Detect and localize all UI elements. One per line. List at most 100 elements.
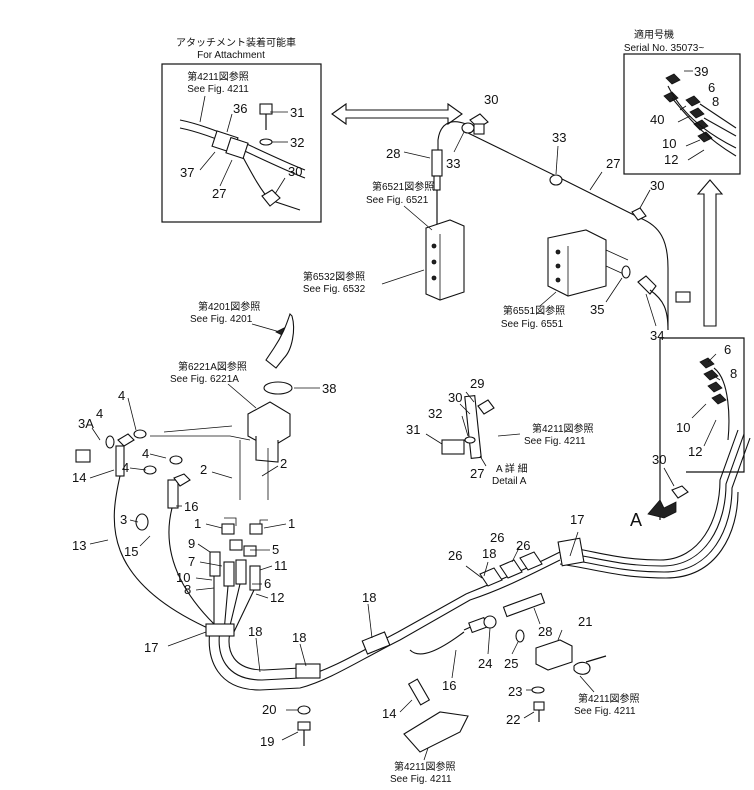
callout-33-right: 33 (552, 130, 566, 145)
ref-6521-en: See Fig. 6521 (366, 195, 429, 206)
elbow-3 (135, 513, 149, 531)
callout-12-right: 12 (688, 444, 702, 459)
callout-26-b: 26 (490, 530, 504, 545)
ref-6532-en: See Fig. 6532 (303, 284, 366, 295)
bolt-19 (297, 721, 311, 731)
callout-35: 35 (590, 302, 604, 317)
lever-4201 (265, 312, 295, 369)
callout-14-lower: 14 (382, 706, 396, 721)
clamp-33b (549, 174, 563, 186)
control-lever-assembly: 第4201図参照 See Fig. 4201 38 第6221A図参照 See … (72, 300, 640, 785)
clamp-30-right (631, 207, 647, 221)
serial-inset: 適用号機 Serial No. 35073~ 39 6 8 40 10 12 (623, 28, 741, 175)
attachment-inset: アタッチメント装着可能車 For Attachment 第4211図参照 See… (161, 36, 322, 223)
clamp-30-lower (671, 485, 689, 499)
hose-7 (223, 561, 235, 587)
callout-26-a: 26 (448, 548, 462, 563)
callout-8-right: 8 (730, 366, 737, 381)
callout-28-top: 28 (386, 146, 400, 161)
attachment-ref-en: See Fig. 4211 (187, 84, 249, 95)
o-ring-25 (515, 629, 525, 643)
detail-a: 29 30 32 31 27 第4211図参照 See Fig. 4211 A … (406, 376, 594, 487)
callout-4-top: 4 (118, 388, 125, 403)
callout-21: 21 (578, 614, 592, 629)
callout-10-left: 10 (176, 570, 190, 585)
o-ring-4c (169, 455, 183, 465)
callout-5: 5 (272, 542, 279, 557)
callout-11: 11 (274, 558, 288, 573)
callout-30-right: 30 (650, 178, 664, 193)
hose-5 (235, 559, 247, 585)
callout-13: 13 (72, 538, 86, 553)
callout-30-detail: 30 (448, 390, 462, 405)
hose-16 (167, 479, 179, 509)
ref-4211-bottom-jp: 第4211図参照 (394, 760, 456, 773)
ref-4211-right-en: See Fig. 4211 (574, 706, 636, 717)
callout-27-detail: 27 (470, 466, 484, 481)
block-4211-bottom (403, 711, 469, 753)
ref-4201-en: See Fig. 4201 (190, 314, 253, 325)
callout-4-mid: 4 (142, 446, 149, 461)
clamp-26b (499, 559, 523, 579)
callout-27: 27 (212, 186, 226, 201)
detail-a-en: Detail A (492, 476, 527, 487)
callout-16-left: 16 (184, 499, 198, 514)
clamp-18 (295, 663, 321, 679)
callout-22: 22 (506, 712, 520, 727)
ref-6532-jp: 第6532図参照 (303, 270, 365, 283)
callout-27-pipe: 27 (606, 156, 620, 171)
bolt-31-icon (259, 103, 273, 115)
right-fittings (699, 357, 730, 441)
callout-2-right: 2 (280, 456, 287, 471)
fitting-1b (249, 523, 263, 535)
callout-20: 20 (262, 702, 276, 717)
fitting-1a (221, 523, 235, 535)
clip-30-icon (261, 189, 281, 207)
attachment-title-jp: アタッチメント装着可能車 (176, 36, 296, 49)
callout-40: 40 (650, 112, 664, 127)
clamp-part-37 (225, 136, 249, 160)
bolt-22 (533, 701, 545, 711)
washer-32-detail (464, 436, 476, 444)
callout-6-right: 6 (724, 342, 731, 357)
callout-4-upper-left: 4 (96, 406, 103, 421)
callout-3: 3 (120, 512, 127, 527)
detail-a-marker: A (630, 510, 642, 530)
upper-piping: 30 28 33 33 27 30 35 34 第6521図参照 See Fig… (303, 92, 691, 343)
right-fitting-box: 6 8 10 12 30 A (630, 337, 745, 530)
callout-14-left: 14 (72, 470, 86, 485)
clamp-33a (461, 122, 475, 134)
callout-30-top: 30 (484, 92, 498, 107)
serial-frame (623, 53, 741, 175)
callout-17-left: 17 (144, 640, 158, 655)
washer-20 (297, 705, 311, 715)
o-ring-4b (105, 435, 115, 449)
callout-10-serial: 10 (662, 136, 676, 151)
elbow-34 (637, 275, 657, 295)
callout-33-left: 33 (446, 156, 460, 171)
ref-6551-en: See Fig. 6551 (501, 319, 564, 330)
callout-18-d: 18 (482, 546, 496, 561)
callout-38: 38 (322, 381, 336, 396)
callout-24: 24 (478, 656, 492, 671)
valve-block-6532 (425, 219, 465, 301)
ref-4211-bottom-en: See Fig. 4211 (390, 774, 452, 785)
bolt-31-detail (441, 439, 465, 455)
callout-12-serial: 12 (664, 152, 678, 167)
fitting-24 (483, 615, 497, 629)
clamp-26c (519, 551, 543, 571)
callout-1-right: 1 (288, 516, 295, 531)
callout-7: 7 (188, 554, 195, 569)
callout-31-detail: 31 (406, 422, 420, 437)
ref-4211-detail-en: See Fig. 4211 (524, 436, 586, 447)
attachment-frame (161, 63, 322, 223)
washer-32-icon (259, 138, 273, 146)
callout-12-left: 12 (270, 590, 284, 605)
double-arrow (331, 102, 463, 126)
callout-6-serial: 6 (708, 80, 715, 95)
clamp-17-left (205, 623, 235, 637)
hose-28-lower (502, 592, 546, 618)
block-21 (535, 639, 573, 671)
attachment-ref-jp: 第4211図参照 (187, 70, 249, 83)
callout-4-low: 4 (122, 460, 129, 475)
